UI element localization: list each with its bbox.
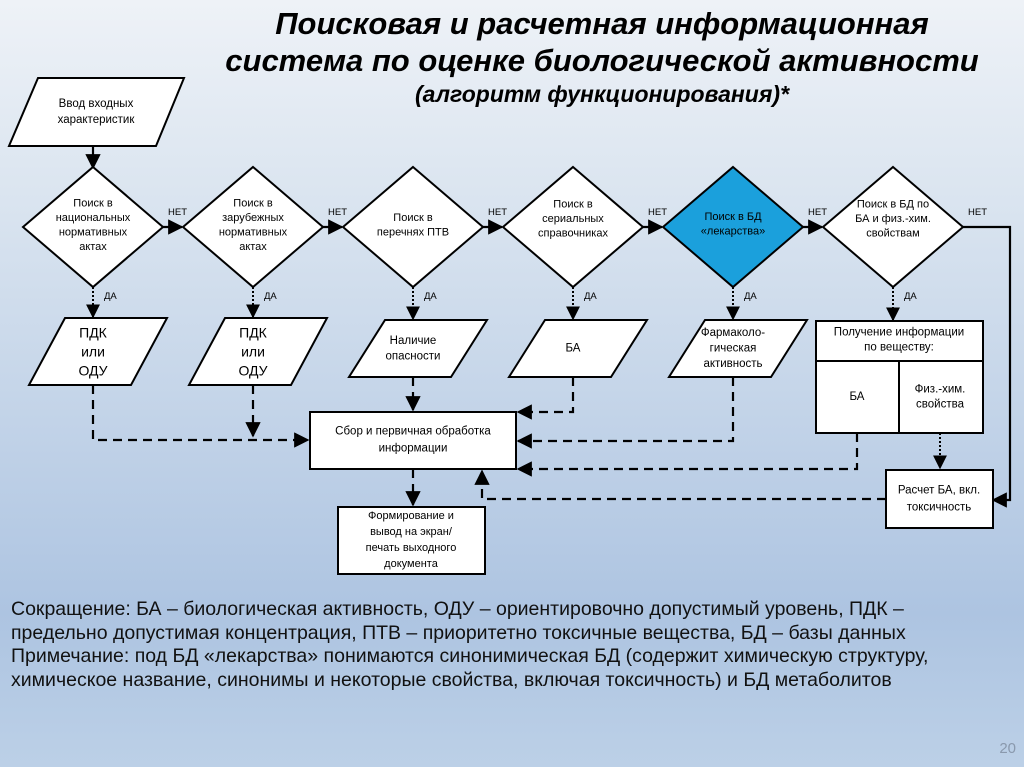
decision-diamond-5 — [661, 165, 805, 289]
decision-label: нормативных — [219, 226, 288, 238]
decision-label: нормативных — [59, 226, 128, 238]
abbreviations-text: Сокращение: БА – биологическая активност… — [11, 598, 906, 644]
slide-title: Поисковая и расчетная информационная сис… — [180, 6, 1024, 108]
yes-label: ДА — [744, 291, 757, 302]
decision-label: справочниках — [538, 228, 608, 240]
output-label: ОДУ — [238, 363, 267, 379]
input-parallelogram — [7, 77, 186, 147]
title-line-1: Поисковая и расчетная информационная — [275, 6, 929, 41]
info-box-left-cell: БА — [850, 391, 865, 403]
dash-connector — [516, 377, 735, 449]
decision-label: Поиск в — [553, 199, 593, 211]
dash-connector — [91, 385, 310, 448]
decision-diamond-6 — [821, 165, 965, 289]
output-label: ОДУ — [78, 363, 107, 379]
output-doc-label: печать выходного — [366, 542, 457, 554]
output-doc-box — [337, 506, 486, 575]
decision-diamond-3 — [341, 165, 485, 289]
output-parallelogram-5 — [667, 319, 809, 378]
output-parallelogram-3 — [347, 319, 489, 378]
decision-label: национальных — [56, 212, 131, 224]
output-label: Фармаколо- — [701, 327, 765, 339]
decision-diamond-1 — [21, 165, 165, 289]
title-line-3: (алгоритм функционирования)* — [414, 81, 790, 108]
yes-label: ДА — [104, 291, 117, 302]
no-label: НЕТ — [168, 207, 187, 218]
notes: Сокращение: БА – биологическая активност… — [11, 598, 1001, 692]
decision-label: свойствам — [866, 228, 919, 240]
output-label: гическая — [710, 343, 757, 355]
slide-number: 20 — [999, 740, 1016, 757]
collect-box — [309, 411, 517, 470]
no-label: НЕТ — [968, 207, 987, 218]
no-label: НЕТ — [808, 207, 827, 218]
decision-label: БА и физ.-хим. — [855, 213, 931, 225]
decision-label: «лекарства» — [701, 225, 765, 237]
yes-label: ДА — [584, 291, 597, 302]
decision-diamond-2 — [181, 165, 325, 289]
decision-label: Поиск в — [73, 197, 113, 209]
calc-box-label: токсичность — [907, 502, 972, 514]
output-parallelogram-4 — [507, 319, 649, 378]
decision-label: Поиск в — [233, 197, 273, 209]
output-label: ПДК — [79, 325, 108, 341]
dash-connector — [516, 377, 575, 420]
output-parallelogram-1 — [27, 317, 169, 386]
calc-box-label: Расчет БА, вкл. — [898, 485, 980, 497]
output-doc-label: документа — [384, 558, 439, 570]
output-label: или — [81, 344, 105, 360]
decision-label: сериальных — [542, 213, 604, 225]
collect-box-label: информации — [379, 443, 448, 455]
dash-connector — [516, 433, 859, 477]
title-line-2: система по оценке биологической активнос… — [225, 42, 979, 78]
decision-label: Поиск в БД по — [857, 199, 929, 211]
edge-labels: НЕТ ДА НЕТ ДА НЕТ ДА НЕТ ДА НЕТ ДА НЕТ ДА — [104, 207, 987, 302]
no-route-to-calc — [963, 225, 1012, 508]
output-label: опасности — [386, 350, 441, 362]
decision-label: Поиск в БД — [704, 211, 762, 223]
no-label: НЕТ — [328, 207, 347, 218]
output-label: Наличие — [390, 335, 437, 347]
no-label: НЕТ — [648, 207, 667, 218]
decision-label: Поиск в — [393, 212, 433, 224]
decision-label: перечнях ПТВ — [377, 226, 449, 238]
output-parallelogram-2 — [187, 317, 329, 386]
decision-label: зарубежных — [222, 212, 284, 224]
dash-connector — [474, 469, 886, 501]
input-label: характеристик — [58, 114, 136, 126]
decision-label: актах — [239, 241, 267, 253]
output-label: или — [241, 344, 265, 360]
info-box-header: Получение информации — [834, 327, 964, 339]
decision-label: актах — [79, 241, 107, 253]
output-doc-label: Формирование и — [368, 510, 454, 522]
yes-label: ДА — [264, 291, 277, 302]
yes-label: ДА — [904, 291, 917, 302]
decision-diamond-4 — [501, 165, 645, 289]
output-label: ПДК — [239, 325, 268, 341]
connectors — [85, 146, 1012, 508]
output-doc-label: вывод на экран/ — [370, 526, 453, 538]
calc-box — [885, 469, 994, 529]
output-label: БА — [566, 343, 581, 355]
collect-box-label: Сбор и первичная обработка — [335, 426, 491, 438]
input-label: Ввод входных — [59, 98, 134, 110]
no-label: НЕТ — [488, 207, 507, 218]
info-box-right-cell: Физ.-хим. — [915, 384, 966, 396]
info-box-header: по веществу: — [864, 342, 934, 354]
remark-text: Примечание: под БД «лекарства» понимаютс… — [11, 645, 929, 691]
yes-label: ДА — [424, 291, 437, 302]
output-label: активность — [703, 358, 762, 370]
info-box-right-cell: свойства — [916, 399, 965, 411]
